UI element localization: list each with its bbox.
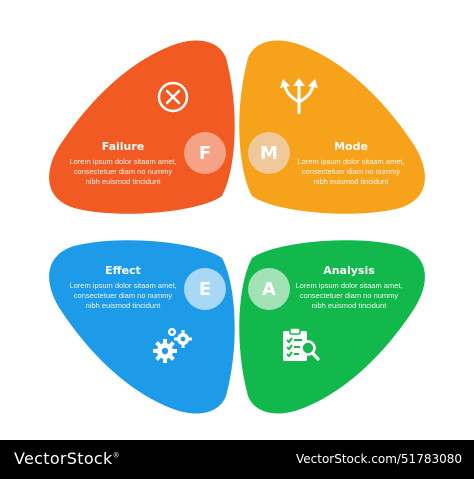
effect-body-line-1: Lorem ipsum dolor sitaam amet, — [69, 281, 177, 290]
petal-mode — [239, 40, 425, 214]
analysis-body-line-2: consectetuer diam no nummy — [299, 291, 399, 300]
failure-title: Failure — [101, 140, 145, 153]
close-circle-icon — [157, 81, 189, 113]
image-id: VectorStock.com/51783080 — [295, 452, 462, 466]
failure-body-line-1: Lorem ipsum dolor sitaam amet, — [69, 157, 177, 166]
analysis-body-line-1: Lorem ipsum dolor sitaam amet, — [295, 281, 403, 290]
effect-title: Effect — [105, 264, 141, 277]
letter-circle-e: E — [184, 268, 226, 310]
effect-text: Effect Lorem ipsum dolor sitaam amet, co… — [48, 264, 198, 311]
effect-body-line-3: nibh euismod tincidunt — [85, 301, 161, 310]
analysis-text: Analysis Lorem ipsum dolor sitaam amet, … — [274, 264, 424, 311]
mode-text: Mode Lorem ipsum dolor sitaam amet, cons… — [276, 140, 426, 187]
analysis-body-line-3: nibh euismod tincidunt — [311, 301, 387, 310]
failure-text: Failure Lorem ipsum dolor sitaam amet, c… — [48, 140, 198, 187]
letter-circle-m: M — [248, 132, 290, 174]
petals-canvas — [49, 40, 425, 414]
clipboard-search-icon — [283, 327, 320, 361]
gears-icon — [153, 328, 192, 363]
fmea-diagram: Failure Lorem ipsum dolor sitaam amet, c… — [48, 40, 426, 414]
petal-failure — [49, 40, 235, 214]
failure-body-line-3: nibh euismod tincidunt — [85, 177, 161, 186]
letter-circle-a: A — [248, 268, 290, 310]
brand-name: VectorStock — [14, 449, 113, 468]
brand-reg-mark: ® — [112, 451, 120, 460]
failure-body-line-2: consectetuer diam no nummy — [73, 167, 173, 176]
mode-body-line-2: consectetuer diam no nummy — [301, 167, 401, 176]
letter-circle-f: F — [184, 132, 226, 174]
effect-body-line-2: consectetuer diam no nummy — [73, 291, 173, 300]
footer-bar: VectorStock® VectorStock.com/51783080 — [0, 440, 474, 479]
analysis-title: Analysis — [323, 264, 375, 277]
mode-body-line-3: nibh euismod tincidunt — [313, 177, 389, 186]
mode-title: Mode — [334, 140, 368, 153]
brand-logo: VectorStock® — [14, 449, 120, 468]
diverging-arrows-icon — [280, 78, 318, 114]
mode-body-line-1: Lorem ipsum dolor sitaam amet, — [297, 157, 405, 166]
